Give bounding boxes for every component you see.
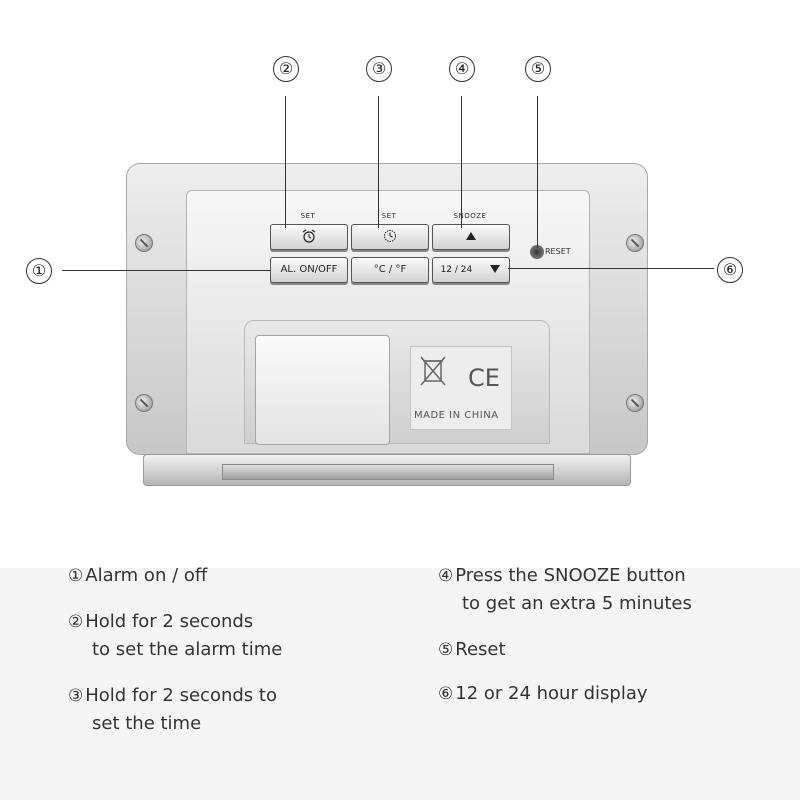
snooze-label: SNOOZE (453, 212, 487, 220)
legend-text: Hold for 2 seconds to (85, 685, 277, 706)
leader-line-1 (62, 270, 270, 271)
product-label-plate (410, 346, 512, 430)
snooze-up-button[interactable] (432, 224, 510, 250)
legend-text-line2: set the time (92, 713, 202, 734)
legend-text: Reset (455, 639, 506, 660)
leader-line-2 (285, 96, 286, 228)
ce-mark: CE (468, 364, 500, 392)
legend-num: ⑤ (438, 640, 454, 660)
legend-num: ② (68, 612, 84, 632)
legend-text: 12 or 24 hour display (455, 683, 648, 704)
temperature-unit-button[interactable]: °C / °F (351, 257, 429, 283)
legend-num: ① (68, 566, 84, 586)
legend-num: ④ (438, 566, 454, 586)
leader-line-3 (378, 96, 379, 228)
leader-line-5 (537, 96, 538, 248)
leader-line-6 (508, 268, 714, 269)
clock-icon (384, 230, 396, 242)
screw-icon (135, 234, 153, 252)
battery-cover[interactable] (255, 335, 390, 445)
leader-line-4 (461, 96, 462, 228)
callout-2: ② (273, 56, 299, 82)
legend-text: Press the SNOOZE button (455, 565, 686, 586)
triangle-up-icon (466, 232, 476, 240)
legend-num: ⑥ (438, 684, 454, 704)
screw-icon (135, 394, 153, 412)
weee-bin-icon (420, 356, 446, 386)
legend-background (0, 568, 800, 800)
set-alarm-button[interactable] (270, 224, 348, 250)
hinge-bar (222, 464, 554, 480)
screw-icon (626, 394, 644, 412)
hour-mode-text: 12 / 24 (440, 265, 473, 275)
callout-3: ③ (366, 56, 392, 82)
triangle-down-icon (490, 265, 501, 273)
set-time-label: SET (381, 212, 397, 220)
legend-text-line2: to set the alarm time (92, 639, 283, 660)
set-time-button[interactable] (351, 224, 429, 250)
callout-1: ① (26, 258, 52, 284)
made-in-text: MADE IN CHINA (414, 410, 499, 421)
callout-6: ⑥ (717, 257, 743, 283)
reset-label: RESET (545, 247, 571, 256)
legend-text-line2: to get an extra 5 minutes (462, 593, 692, 614)
legend-text: Alarm on / off (85, 565, 208, 586)
legend-text: Hold for 2 seconds (85, 611, 254, 632)
screw-icon (626, 234, 644, 252)
set-alarm-label: SET (300, 212, 316, 220)
callout-4: ④ (449, 56, 475, 82)
alarm-on-off-button[interactable]: AL. ON/OFF (270, 257, 348, 283)
callout-5: ⑤ (525, 56, 551, 82)
legend-num: ③ (68, 686, 84, 706)
hour-mode-down-button[interactable]: 12 / 24 (432, 257, 510, 283)
alarm-clock-icon (302, 229, 316, 243)
